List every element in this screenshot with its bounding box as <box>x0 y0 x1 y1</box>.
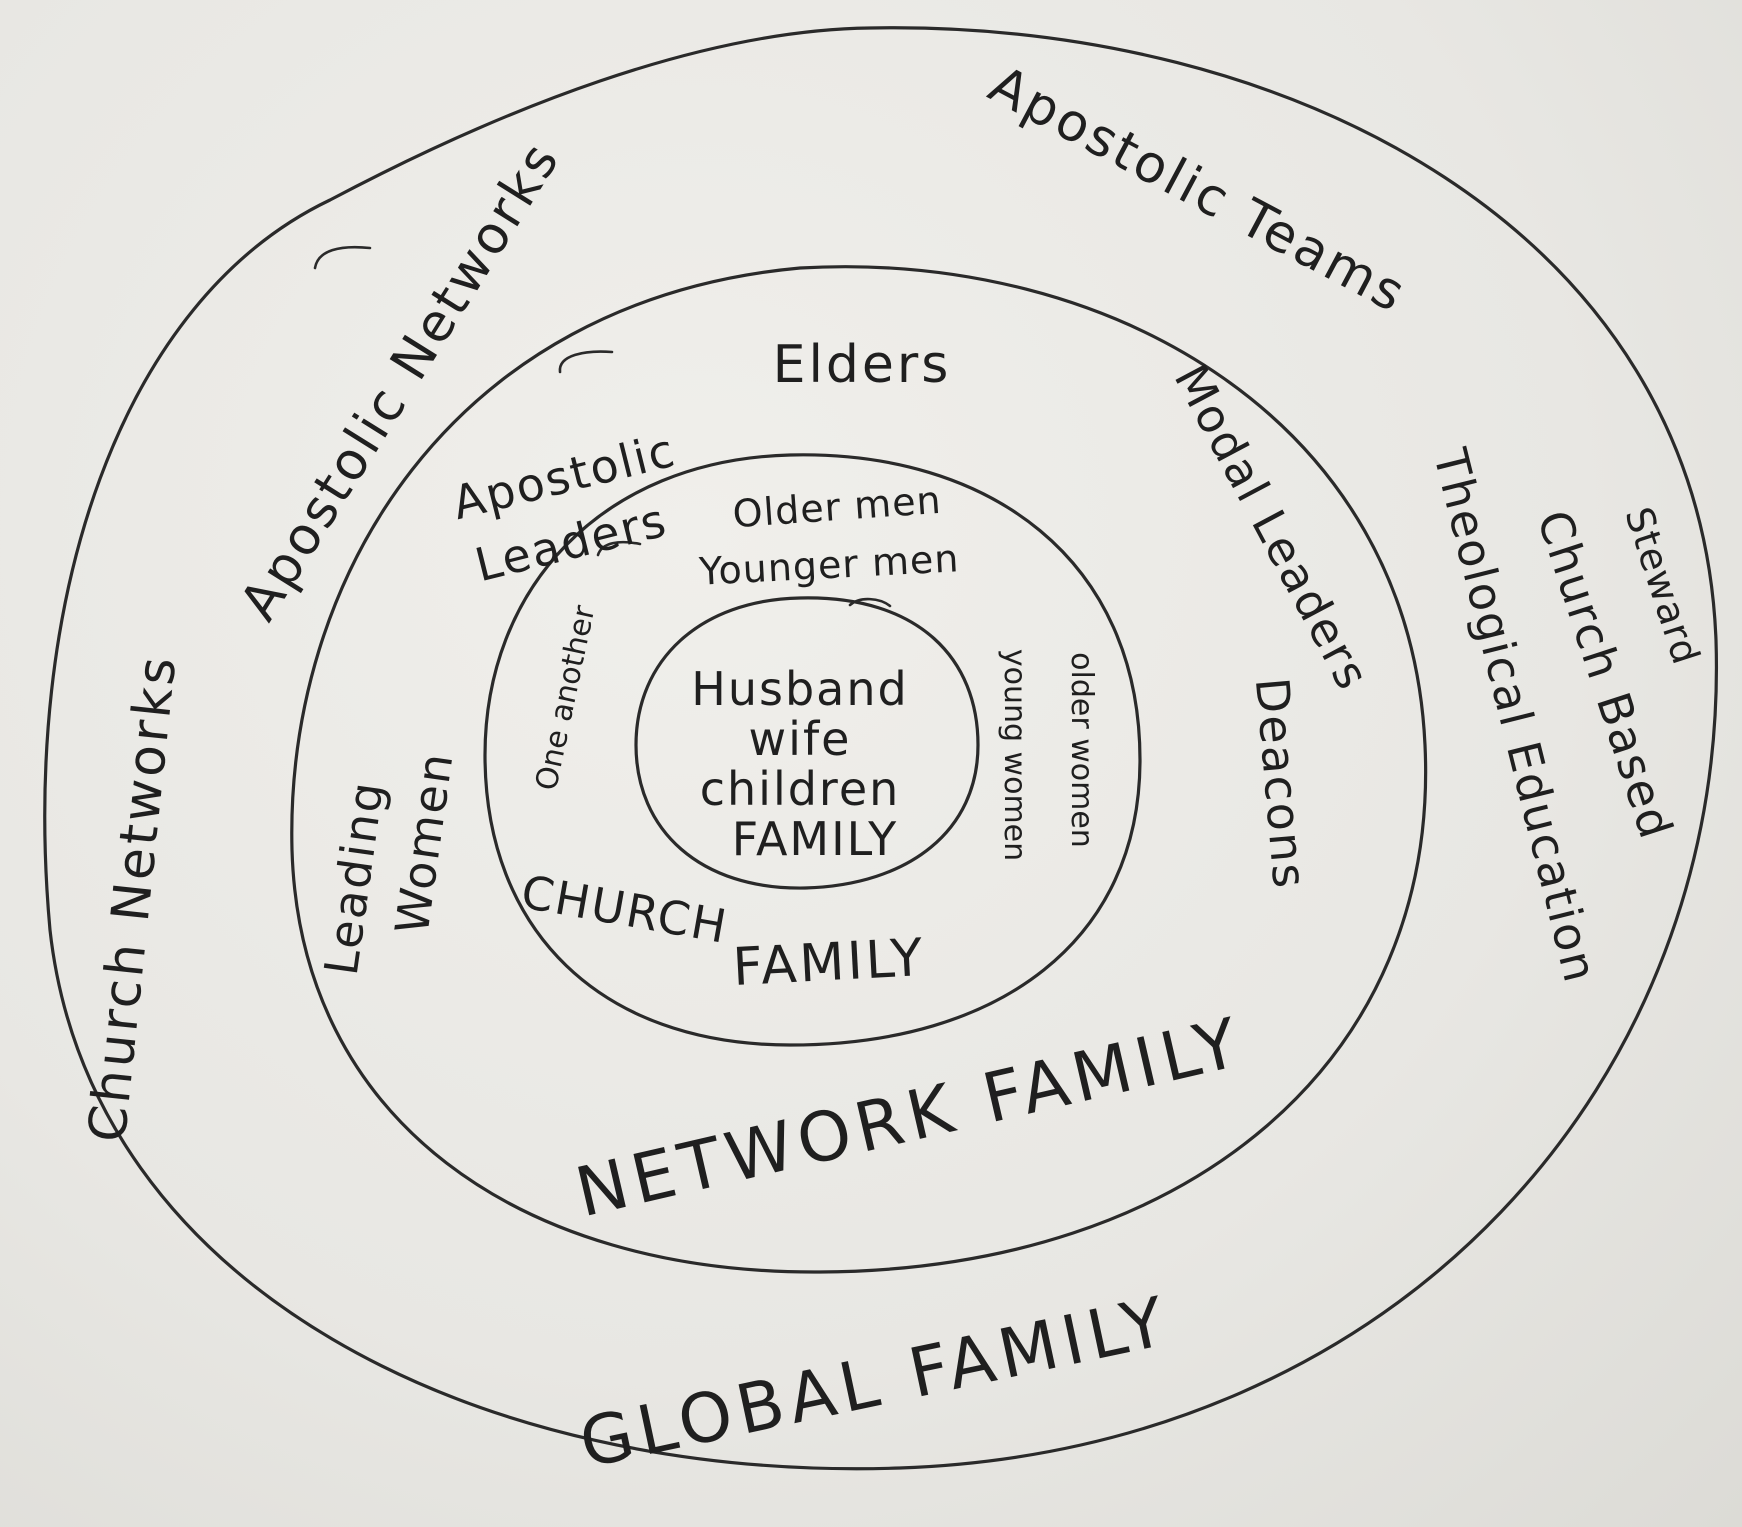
label-younger-men: Younger men <box>697 536 960 594</box>
core-line-family: FAMILY <box>732 812 899 866</box>
label-older-women: older women <box>1064 652 1099 848</box>
core-line-children: children <box>700 762 901 816</box>
ring-church <box>483 453 1142 1047</box>
label-leading-women-1: Leading <box>314 777 395 978</box>
label-global-family: GLOBAL FAMILY <box>573 1282 1177 1484</box>
label-apostolic-teams: Apostolic Teams <box>979 55 1416 325</box>
label-church-networks: Church Networks <box>78 652 189 1145</box>
ring-network <box>290 265 1428 1274</box>
label-young-women: young women <box>997 649 1032 861</box>
ring-core <box>634 596 980 890</box>
label-steward: Steward <box>1616 502 1708 670</box>
core-line-wife: wife <box>749 712 852 766</box>
label-leading-women-2: Women <box>385 748 464 937</box>
label-one-another: One another <box>529 602 602 794</box>
label-elders: Elders <box>773 335 952 395</box>
bracket-leaders-lower <box>596 540 642 557</box>
core-line-husband: Husband <box>691 662 908 716</box>
bracket-apostolic-networks <box>313 245 372 270</box>
label-deacons: Deacons <box>1245 675 1317 891</box>
ring-global <box>43 26 1718 1471</box>
bracket-core-top <box>848 597 892 608</box>
label-modal-leaders: Modal Leaders <box>1164 356 1381 699</box>
label-church-family-church: CHURCH <box>517 865 732 954</box>
bracket-apostolic-leaders <box>558 350 614 374</box>
label-older-men: Older men <box>731 478 943 536</box>
label-network-family: NETWORK FAMILY <box>569 1003 1251 1233</box>
label-church-family-family: FAMILY <box>731 928 927 998</box>
